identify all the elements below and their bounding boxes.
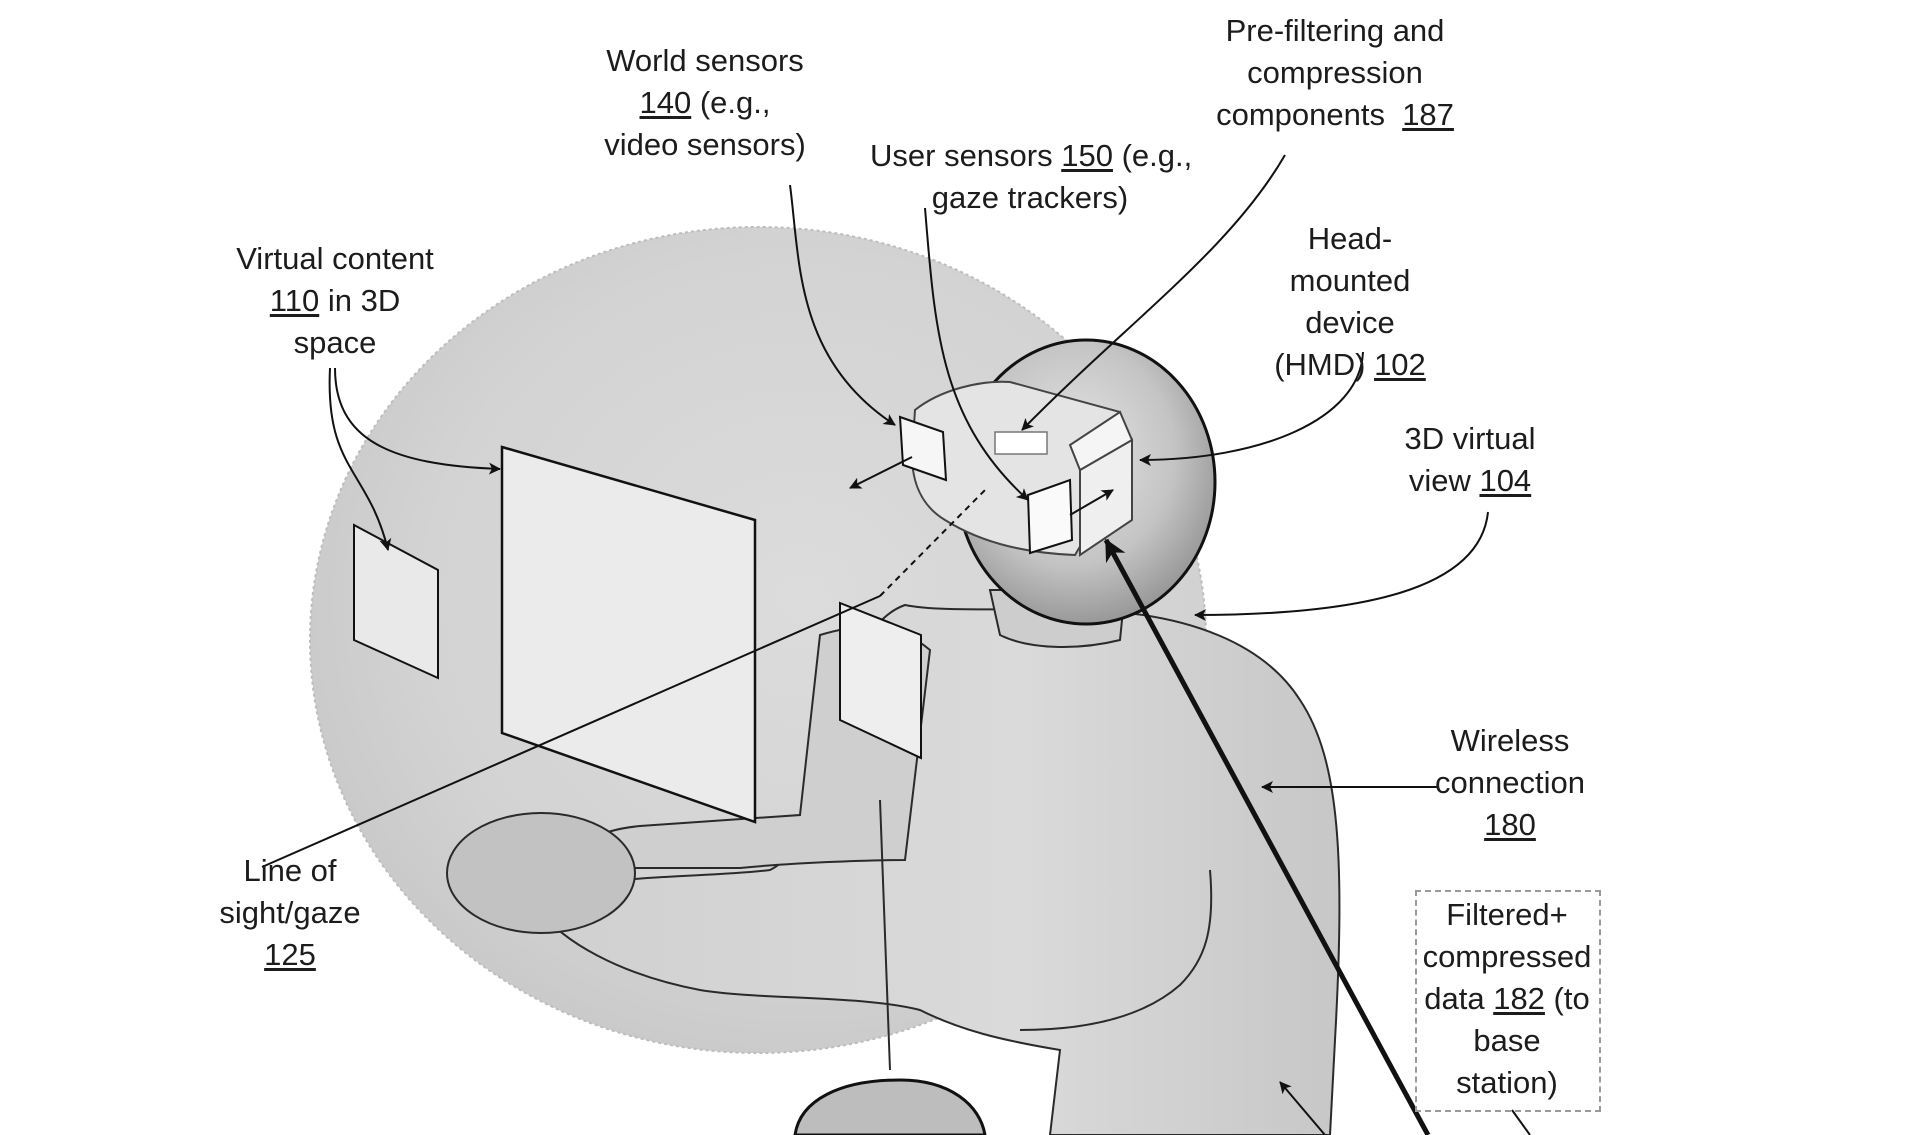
- label-wireless: Wireless connection 180: [1420, 720, 1600, 846]
- wireless-line3: 180: [1420, 804, 1600, 846]
- hmd-line1: Head-: [1260, 218, 1440, 260]
- hmd-line4: (HMD) 102: [1260, 344, 1440, 386]
- user-sensors-line1-pre: User sensors: [870, 138, 1061, 173]
- filtered-line3-pre: data: [1424, 981, 1493, 1016]
- world-sensors-line1: World sensors: [590, 40, 820, 82]
- world-sensors-ref: 140: [640, 85, 692, 120]
- hmd-ref: 102: [1374, 347, 1426, 382]
- filtered-line1: Filtered+: [1400, 894, 1614, 936]
- virtual-content-line2: 110 in 3D: [215, 280, 455, 322]
- user-sensors-ref: 150: [1061, 138, 1113, 173]
- virtual-view-leader: [1195, 512, 1488, 615]
- hmd-line3: device: [1260, 302, 1440, 344]
- prefilter-line2: compression: [1200, 52, 1470, 94]
- gaze-line3: 125: [200, 934, 380, 976]
- virtual-view-line2: view 104: [1380, 460, 1560, 502]
- filtered-line3: data 182 (to: [1400, 978, 1614, 1020]
- label-gaze: Line of sight/gaze 125: [200, 850, 380, 976]
- hand-controller: [447, 813, 635, 933]
- world-sensors-line3: video sensors): [590, 124, 820, 166]
- prefilter-line3-text: components: [1216, 97, 1402, 132]
- label-hmd: Head- mounted device (HMD) 102: [1260, 218, 1440, 386]
- prefilter-line3: components 187: [1200, 94, 1470, 136]
- prefilter-line1: Pre-filtering and: [1200, 10, 1470, 52]
- label-prefilter: Pre-filtering and compression components…: [1200, 10, 1470, 136]
- world-sensors-line2-rest: (e.g.,: [691, 85, 770, 120]
- filtered-leader: [1512, 1110, 1530, 1135]
- prefilter-ref: 187: [1402, 97, 1454, 132]
- virtual-content-line3: space: [215, 322, 455, 364]
- virtual-content-line2-rest: in 3D: [319, 283, 400, 318]
- wireless-line1: Wireless: [1420, 720, 1600, 762]
- wireless-ref: 180: [1484, 807, 1536, 842]
- virtual-content-line1: Virtual content: [215, 238, 455, 280]
- bottom-ball: [795, 1080, 985, 1135]
- label-user-sensors: User sensors 150 (e.g., gaze trackers): [870, 135, 1190, 219]
- label-world-sensors: World sensors 140 (e.g., video sensors): [590, 40, 820, 166]
- gaze-line2: sight/gaze: [200, 892, 380, 934]
- filtered-line4: base: [1400, 1020, 1614, 1062]
- gaze-ref: 125: [264, 937, 316, 972]
- virtual-view-line1: 3D virtual: [1380, 418, 1560, 460]
- label-virtual-content: Virtual content 110 in 3D space: [215, 238, 455, 364]
- virtual-content-ref: 110: [270, 283, 319, 318]
- filtered-line2: compressed: [1400, 936, 1614, 978]
- virtual-view-ref: 104: [1479, 463, 1531, 498]
- world-sensors-line2: 140 (e.g.,: [590, 82, 820, 124]
- filtered-ref: 182: [1493, 981, 1545, 1016]
- label-virtual-view: 3D virtual view 104: [1380, 418, 1560, 502]
- virtual-view-line2-pre: view: [1409, 463, 1480, 498]
- user-sensors-line1-post: (e.g.,: [1113, 138, 1192, 173]
- user-sensors-line1: User sensors 150 (e.g.,: [870, 135, 1190, 177]
- wireless-line2: connection: [1420, 762, 1600, 804]
- label-filtered: Filtered+ compressed data 182 (to base s…: [1400, 894, 1614, 1104]
- prefilter-component-box: [995, 432, 1047, 454]
- filtered-line5: station): [1400, 1062, 1614, 1104]
- gaze-line1: Line of: [200, 850, 380, 892]
- hmd-line4-pre: (HMD): [1274, 347, 1374, 382]
- hmd-line2: mounted: [1260, 260, 1440, 302]
- filtered-line3-post: (to: [1545, 981, 1590, 1016]
- user-sensors-line2: gaze trackers): [870, 177, 1190, 219]
